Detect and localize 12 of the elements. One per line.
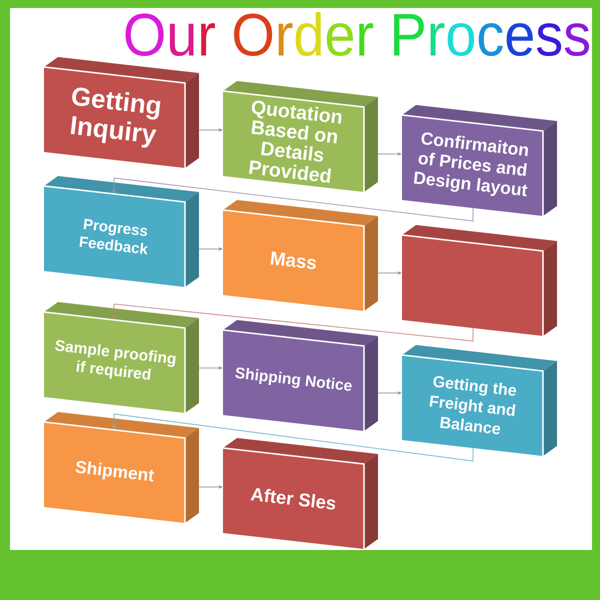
process-box: Progress Feedback <box>44 176 199 287</box>
process-box: Mass <box>222 200 378 311</box>
process-box: Shipment <box>44 412 199 523</box>
process-box: Getting the Freight and Balance <box>402 345 557 456</box>
process-box: Quotation Based on Details Provided <box>222 81 378 192</box>
process-box: Getting Inquiry <box>44 57 199 168</box>
process-box: Confirmaiton of Prices and Design layout <box>402 105 557 216</box>
process-box <box>402 225 557 336</box>
process-box: After Sles <box>222 438 378 549</box>
title: Our Order Process <box>126 12 590 56</box>
process-box: Shipping Notice <box>222 320 378 431</box>
process-box: Sample proofing if required <box>44 302 199 413</box>
